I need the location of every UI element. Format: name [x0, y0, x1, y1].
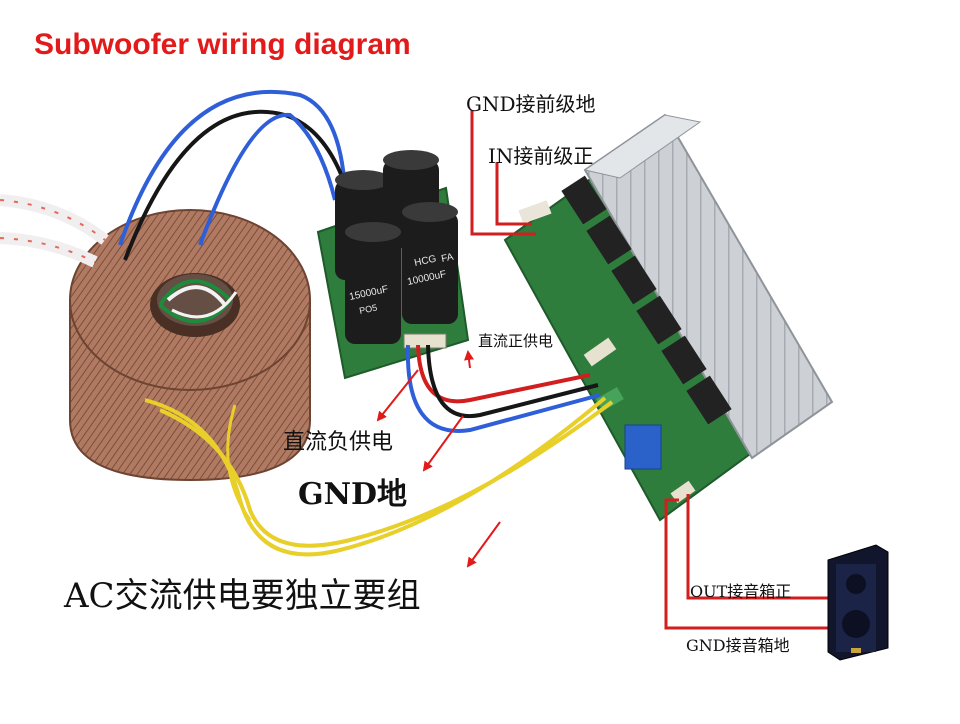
relay-icon: [624, 424, 662, 470]
label-dc-positive: 直流正供电: [478, 332, 554, 350]
capacitor-marking-extra: PO5: [358, 302, 378, 316]
page-title: Subwoofer wiring diagram: [34, 28, 411, 61]
label-ac-supply: AC交流供电要独立要组: [64, 576, 421, 616]
speaker-icon: [827, 544, 889, 661]
amplifier-board: [503, 113, 834, 522]
capacitor-marking-series: FA: [440, 252, 455, 265]
capacitor-board: HCG FA 15000uF 10000uF PO5: [316, 150, 470, 380]
arrow-dc-negative: [376, 369, 419, 422]
arrow-ac: [466, 521, 501, 568]
power-terminal: [583, 337, 617, 367]
ac-terminal: [596, 386, 624, 412]
capacitor-icon: HCG FA 15000uF 10000uF PO5: [335, 150, 458, 344]
heatsink-icon: [583, 113, 834, 460]
secondary-wires: [118, 89, 352, 261]
label-in-pre: IN接前级正: [488, 144, 594, 168]
label-out-positive: OUT接音箱正: [690, 582, 792, 601]
toroidal-transformer-icon: [69, 209, 311, 482]
label-gnd-pre: GND接前级地: [466, 92, 596, 116]
capacitor-terminal-block: [403, 333, 447, 349]
input-wires: [470, 110, 536, 236]
arrow-dc-positive: [464, 350, 474, 369]
capacitor-marking-brand: HCG: [413, 254, 437, 269]
output-wires: [664, 494, 828, 630]
mains-cable: [0, 194, 109, 268]
label-gnd: GND地: [298, 477, 408, 512]
output-terminal: [670, 480, 696, 504]
dc-supply-wires: [405, 344, 601, 433]
callout-arrows: [376, 350, 501, 568]
input-connector: [518, 200, 552, 224]
label-gnd-speaker: GND接音箱地: [686, 636, 790, 655]
ac-supply-wires: [144, 396, 614, 557]
arrow-gnd: [422, 415, 464, 472]
power-transistors: [561, 175, 732, 425]
label-dc-negative: 直流负供电: [283, 430, 394, 455]
